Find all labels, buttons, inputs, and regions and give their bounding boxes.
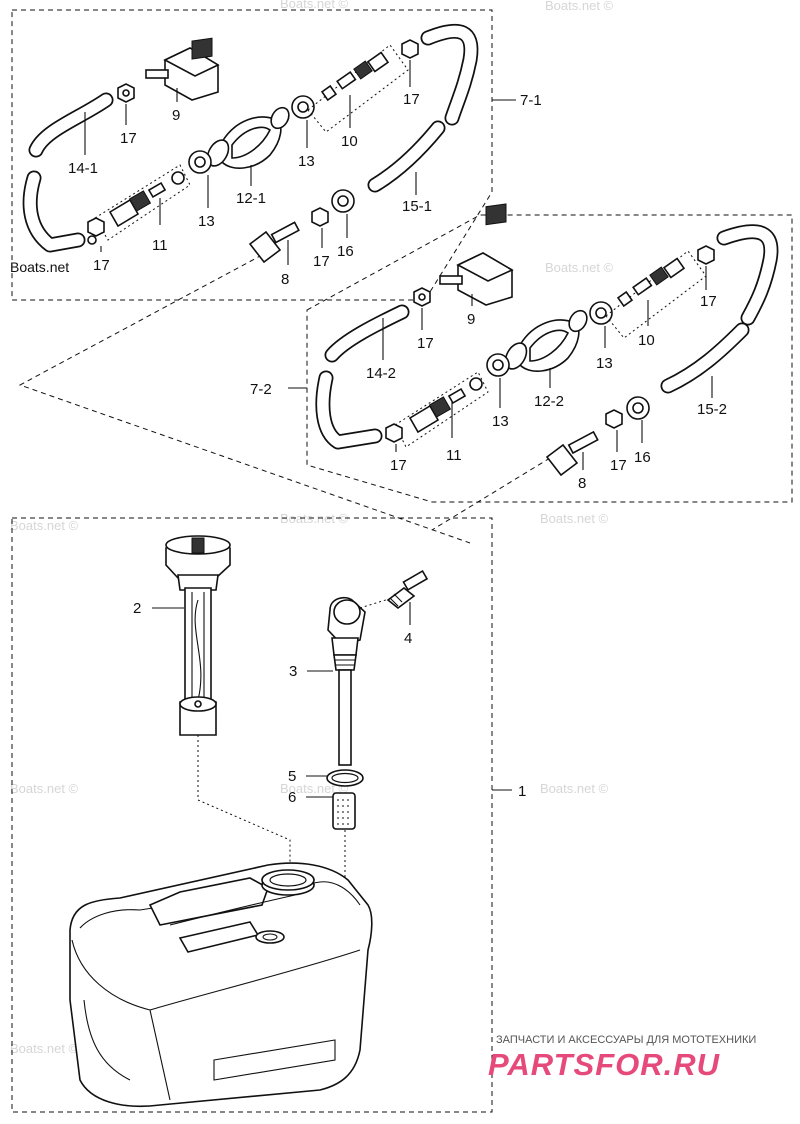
group-box-7-2 xyxy=(306,214,793,503)
hose-assembly-7-2 xyxy=(315,203,779,477)
nut-17 xyxy=(605,409,623,429)
watermark: Boats.net © xyxy=(540,781,609,796)
callout-15-2: 15-2 xyxy=(697,401,727,418)
callout-16: 16 xyxy=(634,449,651,466)
fitting-8 xyxy=(545,430,599,477)
callout-14-1: 14-1 xyxy=(68,160,98,177)
fitting-10 xyxy=(307,39,419,133)
callout-17: 17 xyxy=(120,130,137,147)
callout-11: 11 xyxy=(446,447,462,464)
connection-line xyxy=(431,457,551,531)
callout-12-1: 12-1 xyxy=(236,190,266,207)
o-ring-5 xyxy=(326,769,364,787)
sleeve-16 xyxy=(331,189,355,213)
pickup-tube-3 xyxy=(327,596,366,766)
partsfor-branding: ЗАПЧАСТИ И АКСЕССУАРЫ ДЛЯ МОТОТЕХНИКИ PA… xyxy=(488,1034,756,1082)
fitting-8 xyxy=(248,221,300,264)
primer-bulb-12-2 xyxy=(504,309,588,372)
nut-17 xyxy=(87,217,105,245)
callout-9: 9 xyxy=(172,107,180,124)
filter-6 xyxy=(332,792,356,830)
watermark: Boats.net © xyxy=(545,0,614,13)
fitting-11 xyxy=(94,164,191,241)
callout-6: 6 xyxy=(288,789,296,806)
callout-11: 11 xyxy=(152,237,168,254)
nut-17 xyxy=(311,207,329,227)
nut-17 xyxy=(117,83,135,103)
assembly-line xyxy=(359,597,393,609)
callout-15-1: 15-1 xyxy=(402,198,432,215)
connector-9 xyxy=(439,203,514,306)
callout-17: 17 xyxy=(417,335,434,352)
callout-1: 1 xyxy=(518,783,526,800)
watermark: Boats.net © xyxy=(280,0,349,11)
fuel-gauge-2 xyxy=(165,535,231,736)
brand-logo: PARTSFOR.RU xyxy=(488,1047,721,1082)
callout-8: 8 xyxy=(578,475,586,492)
watermark: Boats.net © xyxy=(10,518,79,533)
callout-7-1: 7-1 xyxy=(520,92,542,109)
primer-bulb-12-1 xyxy=(206,106,290,169)
watermark: Boats.net © xyxy=(10,781,79,796)
callout-4: 4 xyxy=(404,630,412,647)
sleeve-13 xyxy=(188,150,212,174)
callout-8: 8 xyxy=(281,271,289,288)
sleeve-13 xyxy=(486,353,510,377)
callouts-group-7-1: 9 17 14-1 17 10 13 12-1 13 11 17 8 17 16… xyxy=(68,60,542,288)
watermark: Boats.net © xyxy=(540,511,609,526)
callout-13: 13 xyxy=(298,153,315,170)
nut-17 xyxy=(385,423,403,443)
callout-16: 16 xyxy=(337,243,354,260)
watermark: Boats.net © xyxy=(280,781,349,796)
callouts-group-7-2: 9 17 14-2 17 10 13 12-2 13 11 17 8 17 16… xyxy=(250,266,727,492)
callout-10: 10 xyxy=(638,332,655,349)
callout-17: 17 xyxy=(403,91,420,108)
group-box-7-1 xyxy=(11,9,493,301)
sleeve-16 xyxy=(626,396,650,420)
callout-17: 17 xyxy=(313,253,330,270)
fuel-tank xyxy=(69,862,373,1108)
callout-12-2: 12-2 xyxy=(534,393,564,410)
sleeve-13 xyxy=(291,95,315,119)
connection-line xyxy=(18,254,471,544)
watermark: Boats.net © xyxy=(545,260,614,275)
watermark: Boats.net © xyxy=(280,511,349,526)
callouts-group-1: 2 3 4 5 6 1 xyxy=(133,600,526,806)
assembly-line xyxy=(197,735,291,875)
site-watermark: Boats.net xyxy=(10,259,69,275)
callout-17: 17 xyxy=(390,457,407,474)
callout-13: 13 xyxy=(492,413,509,430)
callout-17: 17 xyxy=(610,457,627,474)
hose-assembly-7-1 xyxy=(22,23,479,264)
connector-9 xyxy=(145,37,220,101)
callout-9: 9 xyxy=(467,311,475,328)
callout-7-2: 7-2 xyxy=(250,381,272,398)
watermark: Boats.net © xyxy=(10,1041,79,1056)
sleeve-13 xyxy=(589,301,613,325)
callout-17: 17 xyxy=(93,257,110,274)
fitting-10 xyxy=(605,245,715,339)
brand-tagline: ЗАПЧАСТИ И АКСЕССУАРЫ ДЛЯ МОТОТЕХНИКИ xyxy=(496,1034,756,1046)
fitting-4 xyxy=(386,569,429,610)
fitting-11 xyxy=(394,371,489,448)
callout-3: 3 xyxy=(289,663,297,680)
group-box-1 xyxy=(11,517,493,1113)
callout-17: 17 xyxy=(700,293,717,310)
callout-13: 13 xyxy=(198,213,215,230)
callout-2: 2 xyxy=(133,600,141,617)
nut-17 xyxy=(413,287,431,307)
callout-10: 10 xyxy=(341,133,358,150)
callout-13: 13 xyxy=(596,355,613,372)
callout-5: 5 xyxy=(288,768,296,785)
callout-14-2: 14-2 xyxy=(366,365,396,382)
